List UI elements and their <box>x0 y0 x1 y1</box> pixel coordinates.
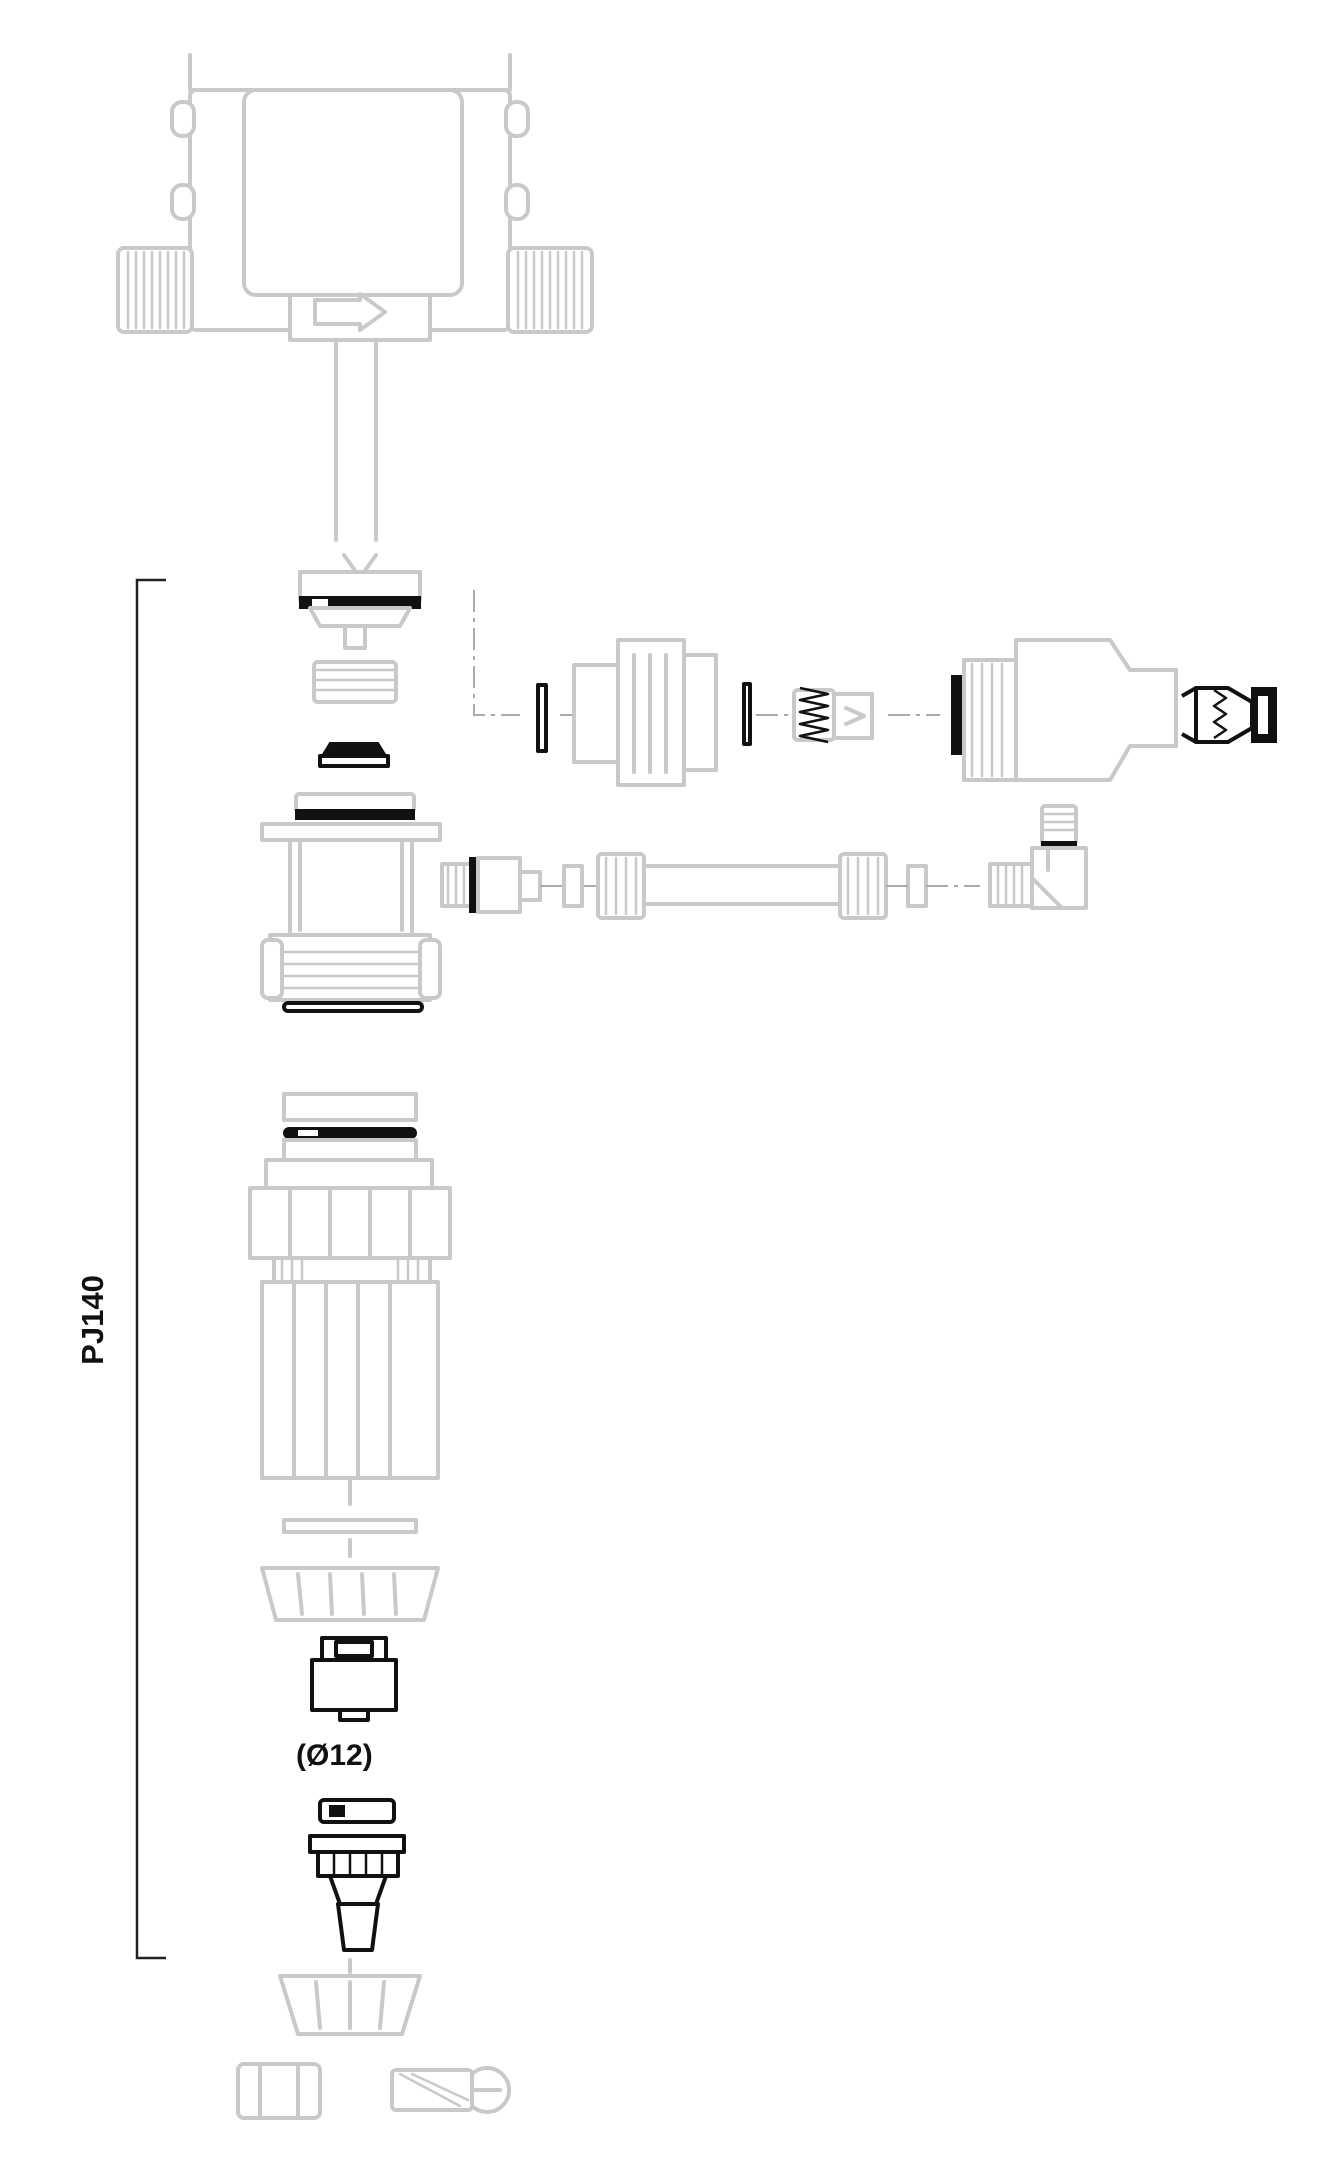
threaded-nipple <box>312 660 398 704</box>
bottom-strainer <box>278 1974 422 2036</box>
spring-check-valve <box>792 686 874 744</box>
black-adapter <box>310 1636 398 1722</box>
flat-washer <box>282 1518 418 1534</box>
black-seal-cap <box>318 742 390 768</box>
flow-direction-arrow-icon <box>313 292 387 332</box>
valve-body <box>260 792 442 1013</box>
left-thread-connector <box>116 246 194 334</box>
lower-housing <box>248 1092 452 1480</box>
check-cartridge <box>1181 686 1277 744</box>
weight-sleeve <box>236 2062 322 2120</box>
ceramic-weight <box>390 2066 512 2114</box>
tube-assembly <box>440 852 980 920</box>
strainer-cup <box>260 1566 440 1622</box>
kit-label: PJ140 <box>75 1275 110 1365</box>
assembly-guide-line <box>473 590 520 716</box>
hose-barb <box>308 1798 406 1952</box>
union-fitting <box>572 638 718 787</box>
pump-body <box>116 53 594 542</box>
o-ring <box>536 683 548 753</box>
elbow-fitting <box>988 804 1088 910</box>
kit-bracket <box>135 578 166 1960</box>
right-thread-connector <box>506 246 594 334</box>
valve-top-housing <box>298 553 422 650</box>
injection-fitting <box>951 638 1178 782</box>
gasket <box>742 682 752 746</box>
dimension-label: (Ø12) <box>296 1739 373 1772</box>
